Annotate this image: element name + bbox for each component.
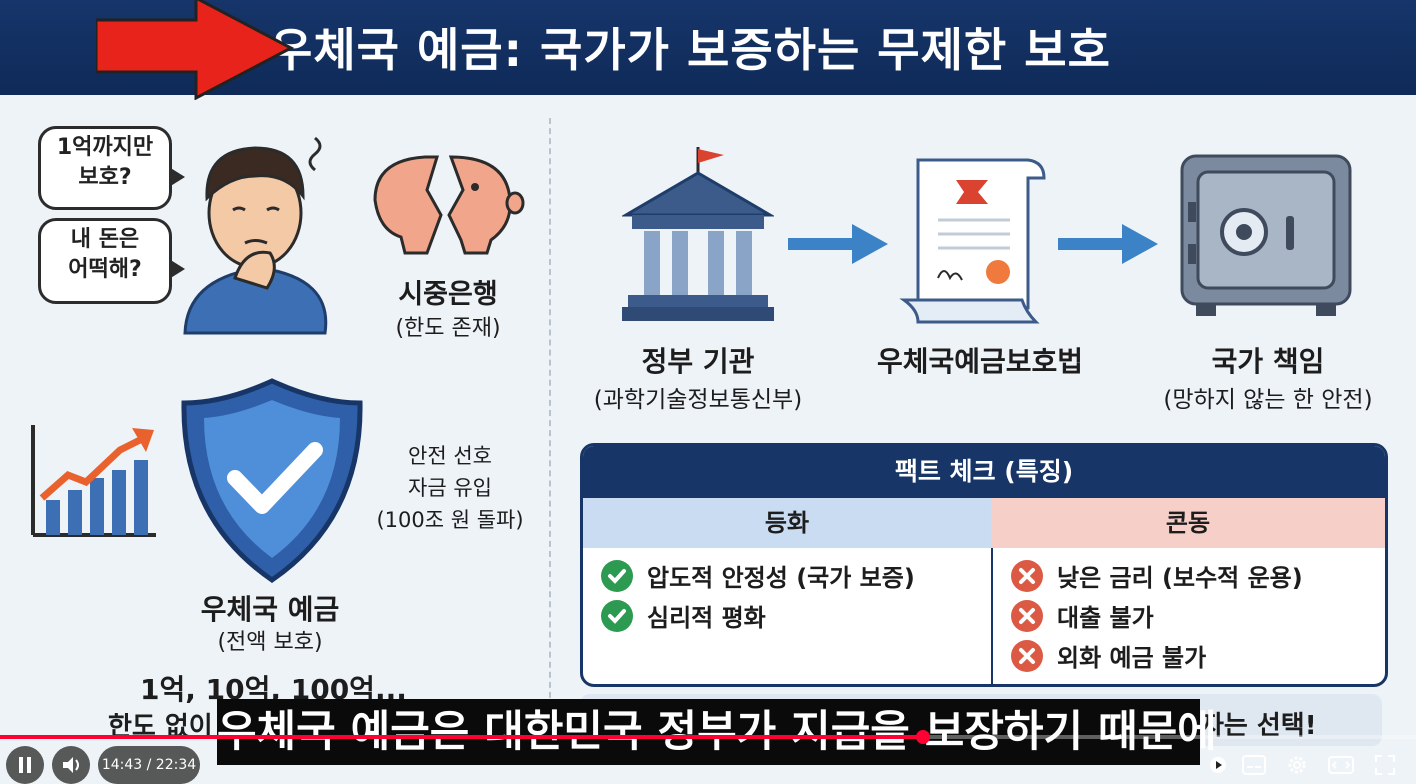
flow-arrow-1-icon xyxy=(788,224,888,264)
flow-sublabel-agency: (과학기술정보통신부) xyxy=(593,387,803,413)
pro-item-text: 압도적 안정성 (국가 보증) xyxy=(647,564,915,592)
flow-label-state: 국가 책임 xyxy=(1211,345,1325,378)
pro-item: 심리적 평화 xyxy=(601,598,766,635)
x-circle-icon xyxy=(1011,560,1043,592)
progress-fill xyxy=(0,735,924,739)
time-display: 14:43 / 22:34 xyxy=(98,746,200,784)
pro-item: 압도적 안정성 (국가 보증) xyxy=(601,558,915,595)
slide-title: 우체국 예금: 국가가 보증하는 무제한 보호 xyxy=(270,23,1111,77)
con-item: 외화 예금 불가 xyxy=(1011,638,1206,675)
speech-bubble-money: 내 돈은 어떡해? xyxy=(38,218,185,304)
con-item-text: 외화 예금 불가 xyxy=(1057,644,1207,672)
inflow-line-2: 자금 유입 xyxy=(408,476,492,500)
flow-arrow-2-icon xyxy=(1058,224,1158,264)
fullscreen-icon[interactable] xyxy=(1374,754,1396,776)
progress-scrubber[interactable] xyxy=(916,730,931,744)
volume-button[interactable] xyxy=(52,746,90,784)
flow-label-agency: 정부 기관 xyxy=(641,345,755,378)
broken-piggy-bank-icon xyxy=(373,155,525,255)
bank-sublabel: (한도 존재) xyxy=(395,316,501,341)
volume-icon xyxy=(63,757,79,773)
con-item-text: 낮은 금리 (보수적 운용) xyxy=(1057,564,1303,592)
pause-icon xyxy=(19,757,31,773)
safe-vault-icon xyxy=(1180,154,1352,316)
pro-item-text: 심리적 평화 xyxy=(647,604,766,632)
inflow-line-3: (100조 원 돌파) xyxy=(376,508,524,532)
law-document-icon xyxy=(899,158,1046,324)
con-item-text: 대출 불가 xyxy=(1057,604,1154,632)
con-item: 낮은 금리 (보수적 운용) xyxy=(1011,558,1303,595)
check-circle-icon xyxy=(601,560,633,592)
bank-label: 시중은행 xyxy=(398,279,498,310)
bubble-text-money: 내 돈은 어떡해? xyxy=(68,227,142,282)
section-divider xyxy=(549,118,551,708)
flow-label-law: 우체국예금보호법 xyxy=(876,345,1084,378)
conclusion-text: 자는 선택! xyxy=(1200,711,1317,741)
pros-header: 등화 xyxy=(583,498,991,548)
bubble-text-limit: 1억까지만 보호? xyxy=(56,135,154,190)
x-circle-icon xyxy=(1011,600,1043,632)
growth-chart-icon xyxy=(31,425,156,537)
autoplay-icon[interactable] xyxy=(1208,755,1228,775)
x-circle-icon xyxy=(1011,640,1043,672)
cons-header: 콘동 xyxy=(991,498,1385,548)
settings-gear-icon[interactable] xyxy=(1285,753,1309,777)
shield-sublabel: (전액 보호) xyxy=(217,630,323,655)
shield-label: 우체국 예금 xyxy=(200,593,340,626)
shield-check-icon xyxy=(181,378,363,583)
column-divider xyxy=(991,548,993,684)
inflow-line-1: 안전 선호 xyxy=(408,444,492,468)
theater-mode-icon[interactable] xyxy=(1328,754,1354,776)
video-caption: 우체국 예금은 대한민국 정부가 지급을 보장하기 때문에 xyxy=(217,699,1217,765)
worried-person-icon xyxy=(183,136,328,335)
speech-bubble-limit: 1억까지만 보호? xyxy=(38,126,185,210)
flow-sublabel-state: (망하지 않는 한 안전) xyxy=(1163,387,1373,413)
fact-check-title: 팩트 체크 (특징) xyxy=(583,446,1385,498)
inflow-text: 안전 선호 자금 유입 (100조 원 돌파) xyxy=(375,440,525,536)
con-item: 대출 불가 xyxy=(1011,598,1154,635)
government-building-icon xyxy=(622,147,774,321)
check-circle-icon xyxy=(601,600,633,632)
red-arrow-icon xyxy=(96,0,295,100)
fact-check-card: 팩트 체크 (특징) 등화 콘동 압도적 안정성 (국가 보증) 심리적 평화 … xyxy=(580,443,1388,687)
subtitles-icon[interactable] xyxy=(1242,754,1266,776)
pause-button[interactable] xyxy=(6,746,44,784)
